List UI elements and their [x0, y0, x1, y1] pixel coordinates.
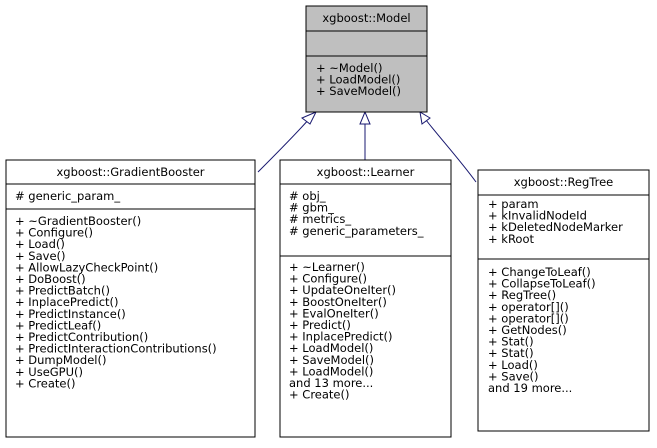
- class-member-item: + kDeletedNodeMarker: [488, 220, 623, 234]
- class-member-item: + ~Model(): [316, 61, 382, 75]
- class-member-item: + BoostOneIter(): [289, 295, 387, 309]
- class-member-item: + LoadModel(): [289, 364, 373, 378]
- class-member-item: + operator[](): [488, 300, 569, 314]
- class-member-item: # metrics_: [289, 212, 351, 226]
- inheritance-edges: [257, 117, 477, 183]
- class-box-learner[interactable]: xgboost::Learner # obj_# gbm_# metrics_#…: [279, 159, 452, 438]
- class-member-item: # obj_: [289, 189, 326, 203]
- class-member-item: + EvalOneIter(): [289, 306, 379, 320]
- class-member-item: + Load(): [488, 358, 538, 372]
- class-gradientbooster-name: xgboost::GradientBooster: [56, 165, 204, 179]
- class-model-methods-section: [305, 55, 428, 113]
- class-member-item: + Save(): [488, 369, 539, 383]
- class-learner-name-section: [279, 159, 452, 185]
- class-member-item: + ~Learner(): [289, 260, 365, 274]
- edge-gradientbooster-to-model: [257, 117, 311, 173]
- class-member-item: + PredictLeaf(): [15, 318, 101, 332]
- class-member-item: + GetNodes(): [488, 323, 567, 337]
- class-member-item: + SaveModel(): [289, 353, 374, 367]
- class-gradientbooster-methods-section: [5, 208, 256, 438]
- class-box-model[interactable]: xgboost::Model + ~Model()+ LoadModel()+ …: [305, 5, 428, 113]
- arrowhead-regtree-edge: [419, 111, 431, 125]
- class-member-item: + Create(): [289, 388, 349, 402]
- class-member-item: + UseGPU(): [15, 365, 83, 379]
- class-member-item: + Predict(): [289, 318, 351, 332]
- edge-regtree-to-model: [425, 119, 477, 183]
- class-member-item: + AllowLazyCheckPoint(): [15, 260, 158, 274]
- class-member-item: + InplacePredict(): [289, 330, 393, 344]
- class-learner-attributes-section: [279, 183, 452, 257]
- arrowhead-learner-edge: [359, 110, 371, 125]
- class-gradientbooster-methods: + ~GradientBooster()+ Configure()+ Load(…: [15, 214, 217, 390]
- class-model-name: xgboost::Model: [322, 11, 410, 25]
- class-member-item: + RegTree(): [488, 288, 556, 302]
- class-member-item: + SaveModel(): [316, 84, 401, 98]
- class-member-item: + Stat(): [488, 346, 534, 360]
- class-learner-attributes: # obj_# gbm_# metrics_# generic_paramete…: [289, 189, 424, 238]
- class-member-item: + Save(): [15, 249, 66, 263]
- class-member-item: + ChangeToLeaf(): [488, 265, 591, 279]
- class-member-item: + kRoot: [488, 232, 534, 246]
- class-gradientbooster-attributes-section: [5, 183, 256, 210]
- class-regtree-methods-section: [477, 258, 650, 432]
- class-member-item: + kInvalidNodeId: [488, 209, 587, 223]
- class-member-item: + PredictInteractionContributions(): [15, 342, 217, 356]
- class-member-item: + PredictContribution(): [15, 330, 148, 344]
- class-member-item: + Stat(): [488, 335, 534, 349]
- class-member-item: + Load(): [15, 237, 65, 251]
- class-model-methods: + ~Model()+ LoadModel()+ SaveModel(): [316, 61, 401, 98]
- class-member-item: + param: [488, 197, 539, 211]
- class-member-item: + PredictBatch(): [15, 284, 110, 298]
- class-member-item: + operator[](): [488, 311, 569, 325]
- class-regtree-name-section: [477, 169, 650, 196]
- inheritance-arrowheads: [301, 110, 431, 125]
- class-model-attributes-section: [305, 30, 428, 57]
- class-member-item: + DoBoost(): [15, 272, 86, 286]
- class-regtree-attributes: + param+ kInvalidNodeId+ kDeletedNodeMar…: [488, 197, 623, 246]
- class-member-item: + Configure(): [289, 272, 367, 286]
- class-member-item: + UpdateOneIter(): [289, 283, 396, 297]
- class-box-regtree[interactable]: xgboost::RegTree + param+ kInvalidNodeId…: [477, 169, 650, 432]
- class-gradientbooster-attributes: # generic_param_: [15, 189, 120, 203]
- class-learner-methods-section: [279, 255, 452, 438]
- class-learner-methods: + ~Learner()+ Configure()+ UpdateOneIter…: [289, 260, 396, 402]
- class-box-gradientbooster[interactable]: xgboost::GradientBooster # generic_param…: [5, 159, 256, 438]
- class-member-item: and 13 more...: [289, 376, 373, 390]
- class-member-item: and 19 more...: [488, 381, 572, 395]
- class-regtree-methods: + ChangeToLeaf()+ CollapseToLeaf()+ RegT…: [488, 265, 596, 395]
- class-member-item: + InplacePredict(): [15, 295, 119, 309]
- class-member-item: + CollapseToLeaf(): [488, 277, 596, 291]
- class-member-item: + LoadModel(): [316, 73, 400, 87]
- class-model-name-section: [305, 5, 428, 32]
- class-member-item: # generic_param_: [15, 189, 120, 203]
- class-gradientbooster-name-section: [5, 159, 256, 185]
- class-member-item: + DumpModel(): [15, 353, 106, 367]
- class-learner-name: xgboost::Learner: [317, 165, 415, 179]
- class-member-item: # gbm_: [289, 201, 334, 215]
- class-regtree-name: xgboost::RegTree: [514, 175, 614, 189]
- class-member-item: + ~GradientBooster(): [15, 214, 141, 228]
- class-member-item: # generic_parameters_: [289, 224, 424, 238]
- arrowhead-gradientbooster-edge: [301, 111, 318, 125]
- class-member-item: + Configure(): [15, 226, 93, 240]
- class-member-item: + Create(): [15, 376, 75, 390]
- class-member-item: + LoadModel(): [289, 341, 373, 355]
- class-member-item: + PredictInstance(): [15, 307, 126, 321]
